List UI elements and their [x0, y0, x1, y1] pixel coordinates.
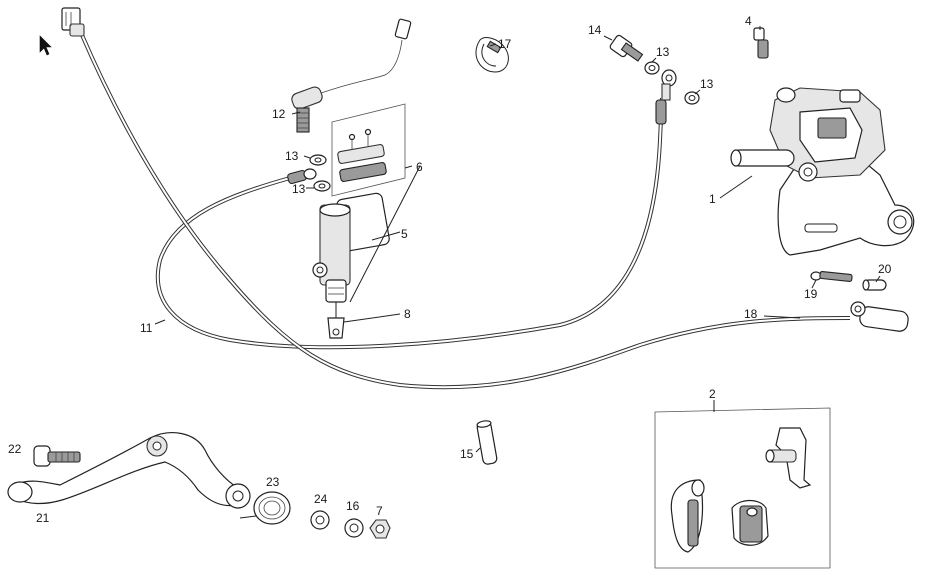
callout-15: 15 [460, 447, 474, 461]
washer-13b [313, 180, 331, 192]
part-24-washer [310, 510, 330, 530]
part-15-sleeve [476, 420, 498, 465]
callout-16: 16 [346, 499, 360, 513]
part-23-return-spring [239, 491, 291, 525]
callout-5: 5 [401, 227, 408, 241]
callout-11: 11 [140, 321, 153, 335]
callout-13-b: 13 [292, 182, 306, 196]
callout-14: 14 [588, 23, 602, 37]
callout-12: 12 [272, 107, 286, 121]
part-7-nut [369, 519, 391, 539]
callout-8: 8 [404, 307, 411, 321]
part-16-washer [344, 518, 364, 538]
part-22-pivot-bolt [33, 445, 81, 467]
part-5-master-cylinder [312, 192, 390, 303]
banjo-fitting-right [655, 69, 677, 125]
callout-13-a: 13 [285, 149, 299, 163]
washer-13c [644, 61, 660, 75]
washer-13a [309, 154, 327, 166]
part-1-brake-caliper [730, 87, 915, 256]
callout-24: 24 [314, 492, 328, 506]
callout-4: 4 [745, 14, 752, 28]
sensor-end [850, 301, 909, 332]
part-12-switch [291, 18, 412, 133]
callout-13-c: 13 [656, 45, 670, 59]
part-4-bleed-screw [753, 27, 769, 59]
callout-2: 2 [709, 387, 716, 401]
callout-21: 21 [36, 511, 50, 525]
part-6-reservoir-cap-box [331, 103, 406, 197]
callout-17: 17 [498, 37, 512, 51]
part-14-banjo-bolt [609, 34, 644, 62]
part-20-bushing [862, 279, 887, 291]
callout-13-d: 13 [700, 77, 714, 91]
part-19-pin [810, 270, 853, 283]
part-21-brake-pedal [7, 432, 251, 509]
part-2-brake-pad-kit [654, 407, 831, 569]
callout-7: 7 [376, 504, 383, 518]
callout-19: 19 [804, 287, 818, 301]
callout-22: 22 [8, 442, 22, 456]
cable-connector [61, 7, 85, 37]
callout-23: 23 [266, 475, 280, 489]
leader-lines [154, 26, 881, 453]
callout-18: 18 [744, 307, 758, 321]
banjo-fitting-left [287, 168, 317, 185]
part-8-clevis [327, 302, 345, 339]
sensor-cable-18 [80, 34, 851, 390]
callout-20: 20 [878, 262, 892, 276]
callout-1: 1 [709, 192, 716, 206]
washer-13d [684, 91, 700, 105]
mouse-cursor-icon [39, 35, 52, 56]
callout-6: 6 [416, 160, 423, 174]
callout-labels: 1 2 4 5 6 7 8 11 12 13 13 13 13 14 15 16… [8, 14, 892, 525]
